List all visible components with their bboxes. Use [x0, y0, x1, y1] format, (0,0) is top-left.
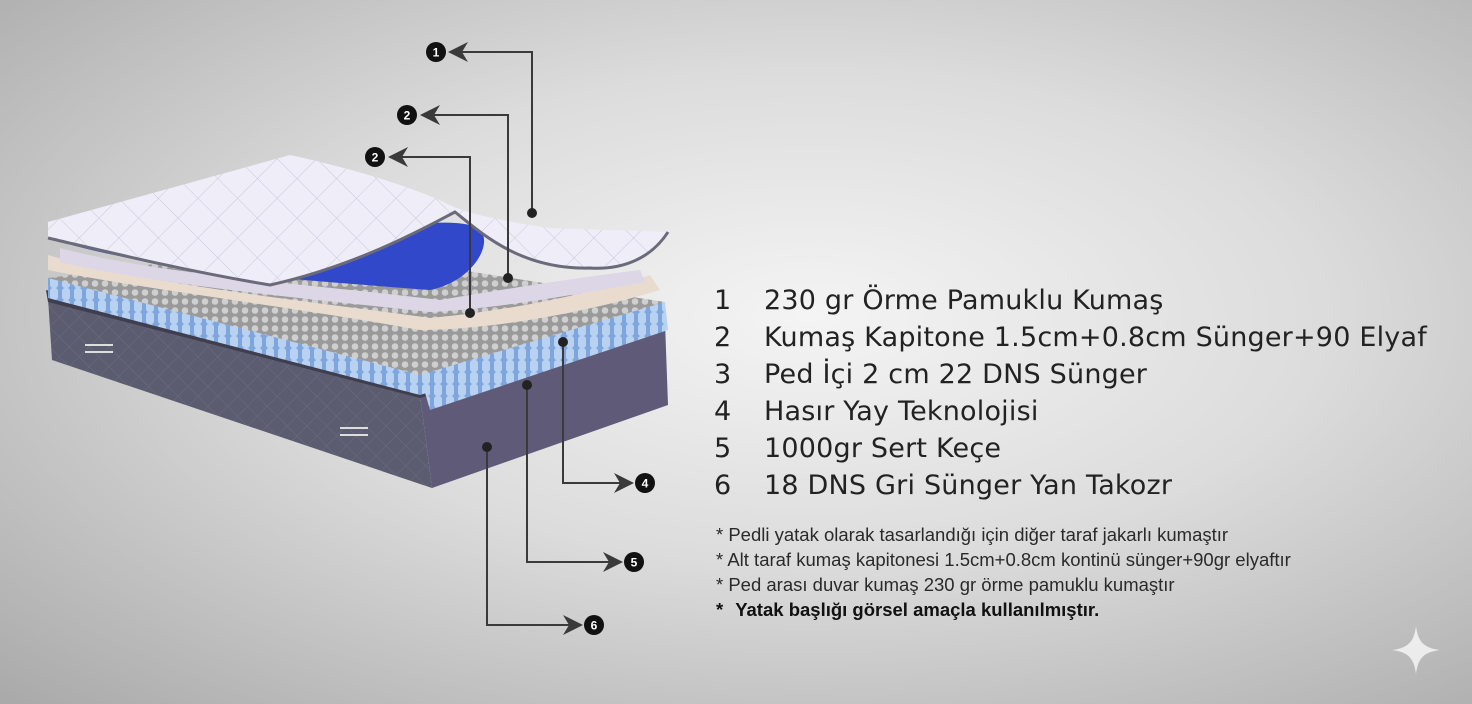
note: * Pedli yatak olarak tasarlandığı için d… — [716, 524, 1229, 545]
callout-dots — [465, 208, 568, 452]
legend-number: 3 — [714, 359, 732, 390]
top-fabric-layer — [47, 155, 670, 287]
legend-label: Kumaş Kapitone 1.5cm+0.8cm Sünger+90 Ely… — [764, 322, 1427, 353]
layer-legend: 1 230 gr Örme Pamuklu Kumaş 2 Kumaş Kapito… — [714, 282, 1427, 504]
note-bold-text: Yatak başlığı görsel amaçla kullanılmışt… — [735, 599, 1100, 620]
svg-text:4: 4 — [642, 477, 649, 491]
asterisk: * — [716, 599, 724, 620]
legend-item: 5 1000gr Sert Keçe — [714, 430, 1427, 467]
callout-4: 4 — [635, 473, 655, 493]
legend-number: 6 — [714, 470, 732, 501]
legend-item: 6 18 DNS Gri Sünger Yan Takozr — [714, 467, 1427, 504]
svg-text:1: 1 — [433, 46, 440, 60]
legend-number: 1 — [714, 285, 732, 316]
note-bold: * Yatak başlığı görsel amaçla kullanılmış… — [716, 597, 1291, 622]
legend-item: 1 230 gr Örme Pamuklu Kumaş — [714, 282, 1427, 319]
svg-text:5: 5 — [631, 556, 638, 570]
legend-item: 2 Kumaş Kapitone 1.5cm+0.8cm Sünger+90 El… — [714, 319, 1427, 356]
note: * Alt taraf kumaş kapitonesi 1.5cm+0.8cm… — [716, 549, 1291, 570]
legend-label: Hasır Yay Teknolojisi — [764, 396, 1039, 427]
callout-5: 5 — [624, 552, 644, 572]
legend-number: 2 — [714, 322, 732, 353]
callout-2b: 2 — [365, 147, 385, 167]
legend-number: 4 — [714, 396, 732, 427]
svg-text:6: 6 — [591, 619, 598, 633]
callout-1: 1 — [426, 42, 446, 62]
legend-number: 5 — [714, 433, 732, 464]
callout-lines — [388, 42, 634, 635]
legend-label: 1000gr Sert Keçe — [764, 433, 1002, 464]
note: * Ped arası duvar kumaş 230 gr örme pamu… — [716, 574, 1175, 595]
svg-text:2: 2 — [404, 109, 411, 123]
sparkle-icon — [1392, 626, 1440, 674]
callout-2: 2 — [397, 105, 417, 125]
legend-item: 3 Ped İçi 2 cm 22 DNS Sünger — [714, 356, 1427, 393]
svg-text:2: 2 — [372, 151, 379, 165]
footnotes: * Pedli yatak olarak tasarlandığı için d… — [716, 522, 1291, 622]
callout-6: 6 — [584, 615, 604, 635]
legend-label: 230 gr Örme Pamuklu Kumaş — [764, 285, 1164, 316]
legend-item: 4 Hasır Yay Teknolojisi — [714, 393, 1427, 430]
legend-label: 18 DNS Gri Sünger Yan Takozr — [764, 470, 1173, 501]
legend-label: Ped İçi 2 cm 22 DNS Sünger — [764, 359, 1148, 390]
